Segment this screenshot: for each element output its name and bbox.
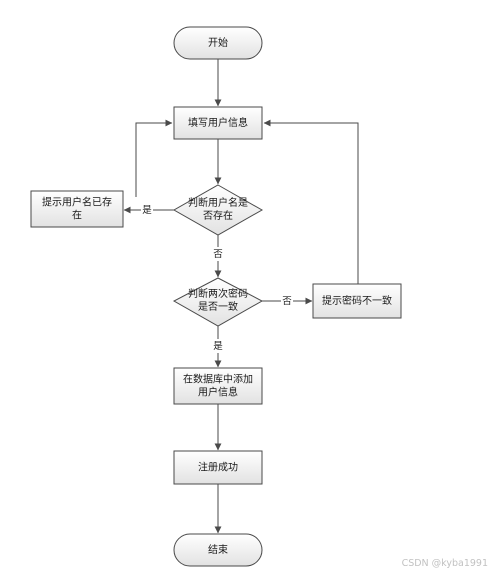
node-check-user: 判断用户名是 否存在 [172,184,264,236]
edge-label-no-user-exists: 否 [213,249,223,260]
node-user-exists-label-2: 在 [72,210,82,222]
node-start-label: 开始 [208,36,228,49]
node-fill-info-label: 填写用户信息 [188,116,248,129]
edge-user-exists-to-fill-info [135,119,173,197]
node-user-exists-label-1: 提示用户名已存 [42,196,112,209]
node-start: 开始 [173,26,263,60]
node-add-db-label-1: 在数据库中添加 [183,373,253,386]
node-end: 结束 [173,533,263,567]
node-add-db: 在数据库中添加 用户信息 [173,367,263,405]
edge-label-yes-user-exists: 是 [142,205,152,216]
node-register-ok: 注册成功 [173,450,263,485]
node-fill-info: 填写用户信息 [173,106,263,140]
edge-label-no-pwd-match: 否 [282,296,292,307]
node-register-ok-label: 注册成功 [198,461,238,474]
watermark: CSDN @kyba1991 [401,558,488,569]
node-pwd-mismatch: 提示密码不一致 [312,283,402,319]
edge-pwd-mismatch-to-fill-info [263,119,359,284]
edge-labels: 是 否 否 是 [141,203,293,353]
node-check-user-label-1: 判断用户名是 [188,196,248,209]
node-pwd-mismatch-label: 提示密码不一致 [322,294,392,307]
node-user-exists: 提示用户名已存 在 [30,190,124,228]
edge-label-yes-pwd-match: 是 [213,341,223,352]
node-check-pwd-label-1: 判断两次密码 [188,287,248,300]
node-check-pwd-label-2: 是否一致 [198,300,238,313]
node-check-pwd: 判断两次密码 是否一致 [172,277,264,327]
node-check-user-label-2: 否存在 [203,209,233,222]
node-end-label: 结束 [208,543,228,556]
node-add-db-label-2: 用户信息 [198,386,238,399]
